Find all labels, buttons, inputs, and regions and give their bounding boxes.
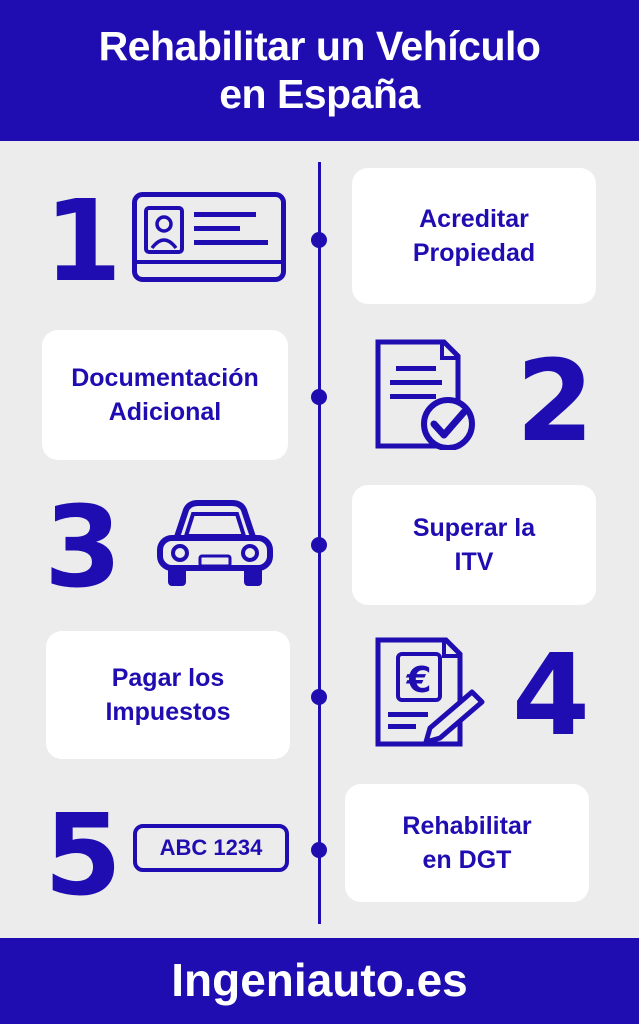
- step-card-3: Superar la ITV: [352, 485, 596, 605]
- timeline-dot: [311, 389, 327, 405]
- id-card-icon: [132, 192, 286, 282]
- timeline-dot: [311, 842, 327, 858]
- step-number-3: 3: [44, 483, 122, 613]
- timeline-dot: [311, 537, 327, 553]
- step-card-1: Acreditar Propiedad: [352, 168, 596, 304]
- step-number-4: 4: [512, 631, 590, 761]
- footer-site-name: Ingeniauto.es: [171, 954, 468, 1006]
- header-banner: Rehabilitar un Vehículo en España: [0, 0, 639, 141]
- step-card-2: Documentación Adicional: [42, 330, 288, 460]
- plate-text: ABC 1234: [159, 835, 263, 860]
- timeline-dot: [311, 689, 327, 705]
- car-icon: [157, 500, 273, 586]
- step-card-5: Rehabilitar en DGT: [345, 784, 589, 902]
- title-line-2: en España: [219, 71, 420, 117]
- step-number-2: 2: [516, 337, 594, 467]
- euro-document-pen-icon: €: [375, 637, 485, 747]
- footer-banner: Ingeniauto.es: [0, 938, 639, 1024]
- euro-symbol-icon: €: [405, 660, 431, 701]
- timeline-dot: [311, 232, 327, 248]
- page-title: Rehabilitar un Vehículo en España: [0, 22, 639, 118]
- step-number-5: 5: [44, 791, 122, 921]
- title-line-1: Rehabilitar un Vehículo: [98, 23, 541, 69]
- document-check-icon: [375, 339, 475, 450]
- license-plate-icon: ABC 1234: [133, 824, 289, 872]
- step-card-4: Pagar los Impuestos: [46, 631, 290, 759]
- step-number-1: 1: [44, 177, 122, 307]
